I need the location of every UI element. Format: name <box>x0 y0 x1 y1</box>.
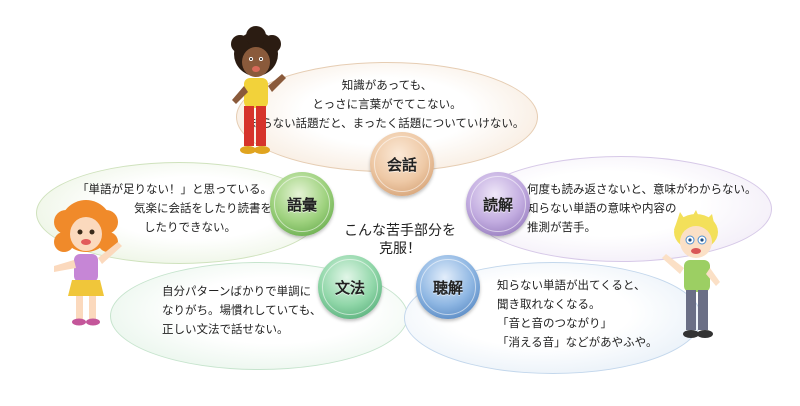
dokkai-line-2: 知らない単語の意味や内容の <box>527 201 677 215</box>
choukai-line-3: 「音と音のつながり」 <box>497 316 612 330</box>
girl-character-illustration <box>54 200 122 326</box>
center-label-line-1: こんな苦手部分を <box>344 223 456 239</box>
dokkai-line-1: 何度も読み返さないと、意味がわからない。 <box>527 182 757 196</box>
choukai-line-4: 「消える音」などがあやふや。 <box>497 335 658 349</box>
goi-line-2: 気楽に会話をしたり読書を <box>134 201 272 215</box>
kaiwa-line-2: とっさに言葉がでてこない。 <box>312 97 462 111</box>
dokkai-circle[interactable]: 読解 <box>466 172 530 236</box>
dokkai-line-3: 推測が苦手。 <box>527 220 596 234</box>
center-label: こんな苦手部分を 克服！ <box>330 222 470 258</box>
boy-character-illustration <box>231 26 286 154</box>
kaiwa-line-3: 知らない話題だと、まったく話題についていけない。 <box>249 116 525 130</box>
bunpo-line-3: 正しい文法で話せない。 <box>162 322 289 336</box>
kaiwa-label: 会話 <box>386 155 417 174</box>
choukai-text: 知らない単語が出てくると、 聞き取れなくなる。 「音と音のつながり」 「消える音… <box>497 276 687 352</box>
choukai-line-1: 知らない単語が出てくると、 <box>497 278 646 292</box>
goi-label: 語彙 <box>286 195 317 214</box>
goi-line-1: 「単語が足りない！」と思っている。 <box>77 182 272 196</box>
dokkai-text: 何度も読み返さないと、意味がわからない。 知らない単語の意味や内容の 推測が苦手… <box>527 180 767 237</box>
bunpo-label: 文法 <box>334 278 365 297</box>
dokkai-label: 読解 <box>482 195 513 214</box>
kaiwa-circle[interactable]: 会話 <box>370 132 434 196</box>
bunpo-circle[interactable]: 文法 <box>318 255 382 319</box>
bunpo-line-1: 自分パターンばかりで単調に <box>162 284 312 298</box>
goi-line-3: したりできない。 <box>144 220 236 234</box>
kaiwa-line-1: 知識があっても、 <box>341 78 433 92</box>
bunpo-text: 自分パターンばかりで単調に なりがち。場慣れしていても、 正しい文法で話せない。 <box>162 282 322 339</box>
blonde-boy-character-illustration <box>662 210 720 338</box>
kaiwa-text: 知識があっても、 とっさに言葉がでてこない。 知らない話題だと、まったく話題につ… <box>246 76 528 133</box>
center-label-line-2: 克服！ <box>379 241 421 257</box>
choukai-label: 聴解 <box>432 278 463 297</box>
choukai-circle[interactable]: 聴解 <box>416 255 480 319</box>
bunpo-line-2: なりがち。場慣れしていても、 <box>162 303 322 317</box>
choukai-line-2: 聞き取れなくなる。 <box>497 297 601 311</box>
goi-text: 「単語が足りない！」と思っている。 気楽に会話をしたり読書を したりできない。 <box>60 180 272 237</box>
goi-circle[interactable]: 語彙 <box>270 172 334 236</box>
